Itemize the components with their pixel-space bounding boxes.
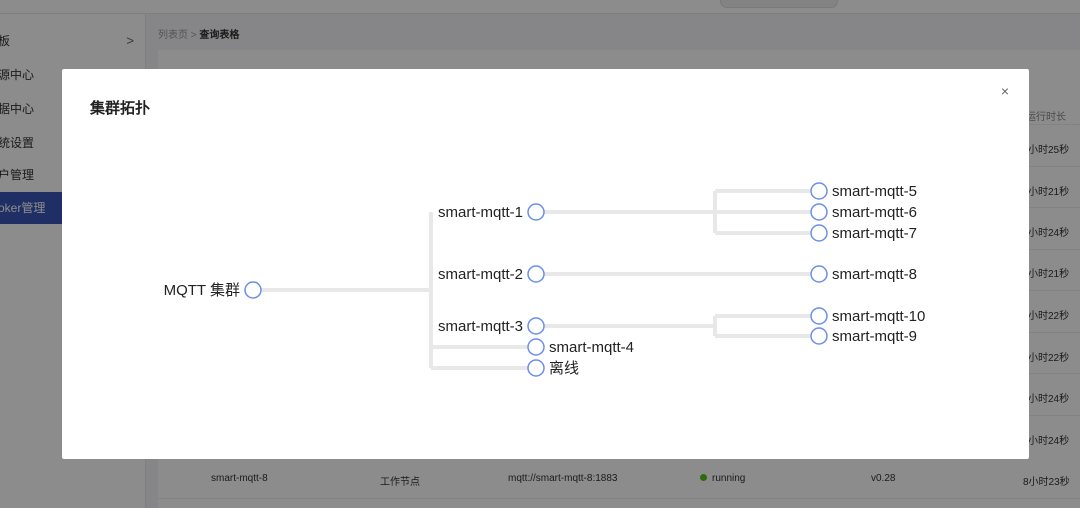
node-circle-smart-mqtt-7[interactable] xyxy=(810,224,828,242)
chevron-right-icon: > xyxy=(126,33,134,48)
uptime-cell: 小时22秒 xyxy=(1028,353,1070,364)
node-circle-smart-mqtt-4[interactable] xyxy=(527,338,545,356)
cell-type: 工作节点 xyxy=(380,477,420,488)
cell-status: running xyxy=(700,473,745,484)
status-text: running xyxy=(712,473,746,484)
node-label-smart-mqtt-2: smart-mqtt-2 xyxy=(438,266,523,283)
uptime-cell: 小时21秒 xyxy=(1028,269,1070,280)
sidebar-item-label: 统设置 xyxy=(0,136,35,150)
node-circle-smart-mqtt-2[interactable] xyxy=(527,265,545,283)
node-circle-smart-mqtt-10[interactable] xyxy=(810,307,828,325)
node-circle-offline[interactable] xyxy=(527,359,545,377)
status-running-dot xyxy=(700,473,707,481)
sidebar-item-system-settings[interactable]: 统设置 xyxy=(0,128,146,158)
node-label-root: MQTT 集群 xyxy=(164,282,240,299)
node-label-smart-mqtt-6: smart-mqtt-6 xyxy=(832,204,917,221)
node-label-smart-mqtt-5: smart-mqtt-5 xyxy=(832,183,917,200)
node-circle-smart-mqtt-9[interactable] xyxy=(810,327,828,345)
close-icon[interactable]: × xyxy=(1000,83,1010,99)
sidebar-item-label: 户管理 xyxy=(0,168,35,182)
sidebar-item-resource-center[interactable]: 源中心 xyxy=(0,60,146,90)
sidebar-item-label: 据中心 xyxy=(0,102,35,116)
node-circle-smart-mqtt-6[interactable] xyxy=(810,203,828,221)
sidebar-item-label: 板 xyxy=(0,34,11,48)
column-header-uptime: 运行时长 xyxy=(1026,112,1066,123)
cluster-topology-modal: 集群拓扑 × xyxy=(62,69,1029,459)
node-label-smart-mqtt-4: smart-mqtt-4 xyxy=(549,339,634,356)
breadcrumb-parent[interactable]: 列表页 xyxy=(158,30,188,41)
table-row-divider xyxy=(158,498,1080,499)
node-label-smart-mqtt-1: smart-mqtt-1 xyxy=(438,204,523,221)
node-label-offline: 离线 xyxy=(549,360,579,377)
cell-name: smart-mqtt-8 xyxy=(211,473,268,484)
breadcrumb: 列表页 > 查询表格 xyxy=(158,26,239,41)
uptime-cell: 小时24秒 xyxy=(1028,436,1070,447)
breadcrumb-current: 查询表格 xyxy=(199,30,240,41)
uptime-cell: 小时25秒 xyxy=(1028,145,1070,156)
breadcrumb-separator: > xyxy=(190,30,197,41)
node-label-smart-mqtt-8: smart-mqtt-8 xyxy=(832,266,917,283)
uptime-cell: 小时24秒 xyxy=(1028,228,1070,239)
sidebar-item-label: oker管理 xyxy=(0,201,46,215)
node-circle-smart-mqtt-8[interactable] xyxy=(810,265,828,283)
uptime-cell: 小时22秒 xyxy=(1028,311,1070,322)
node-circle-root[interactable] xyxy=(244,281,262,299)
sidebar-item-dashboard[interactable]: 板 > xyxy=(0,26,146,56)
uptime-cell: 小时24秒 xyxy=(1028,394,1070,405)
node-label-smart-mqtt-3: smart-mqtt-3 xyxy=(438,318,523,335)
sidebar-item-data-center[interactable]: 据中心 xyxy=(0,94,146,124)
node-label-smart-mqtt-10: smart-mqtt-10 xyxy=(832,308,925,325)
top-bar xyxy=(0,0,1080,14)
node-circle-smart-mqtt-3[interactable] xyxy=(527,317,545,335)
sidebar-item-label: 源中心 xyxy=(0,68,35,82)
topology-svg: MQTT 集群 smart-mqtt-1 smart-mqtt-2 smart-… xyxy=(164,182,925,377)
node-circle-smart-mqtt-1[interactable] xyxy=(527,203,545,221)
cell-address: mqtt://smart-mqtt-8:1883 xyxy=(508,473,618,484)
edges xyxy=(261,189,810,370)
topology-tree: MQTT 集群 smart-mqtt-1 smart-mqtt-2 smart-… xyxy=(62,69,1029,459)
uptime-cell: 小时21秒 xyxy=(1028,187,1070,198)
node-circle-smart-mqtt-5[interactable] xyxy=(810,182,828,200)
modal-title: 集群拓扑 xyxy=(90,100,151,117)
cell-uptime: 8小时23秒 xyxy=(1023,477,1070,488)
node-label-smart-mqtt-7: smart-mqtt-7 xyxy=(832,225,917,242)
node-label-smart-mqtt-9: smart-mqtt-9 xyxy=(832,328,917,345)
cell-version: v0.28 xyxy=(871,473,896,484)
sidebar-item-user-management[interactable]: 户管理 xyxy=(0,160,146,190)
